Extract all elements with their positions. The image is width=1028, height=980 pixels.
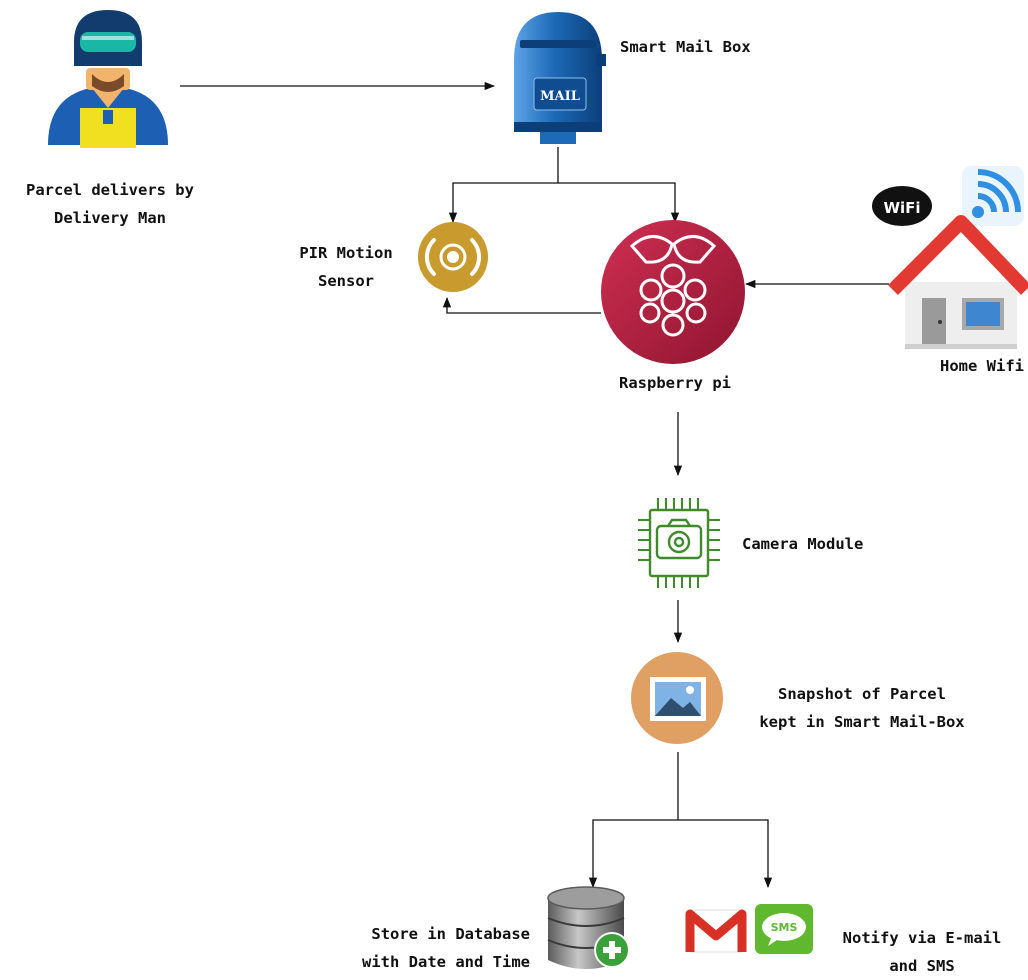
sms-icon: SMS bbox=[755, 904, 813, 954]
arrow-pi-to-pir bbox=[442, 296, 601, 314]
mailbox-label-text: Smart Mail Box bbox=[620, 38, 751, 56]
database-label: Store in Database with Date and Time bbox=[316, 920, 530, 976]
notify-label: Notify via E-mail and SMS bbox=[822, 924, 1022, 980]
delivery-man-icon bbox=[48, 10, 168, 148]
arrow-mailbox-to-pi bbox=[558, 182, 680, 224]
snapshot-label: Snapshot of Parcel kept in Smart Mail-Bo… bbox=[734, 680, 990, 736]
snapshot-label-line2: kept in Smart Mail-Box bbox=[759, 713, 965, 731]
database-label-line1: Store in Database bbox=[371, 925, 530, 943]
camera-module-label: Camera Module bbox=[742, 530, 863, 558]
raspberry-pi-label: Raspberry pi bbox=[590, 369, 760, 397]
gmail-icon bbox=[685, 909, 747, 953]
snapshot-label-line1: Snapshot of Parcel bbox=[778, 685, 946, 703]
camera-module-label-text: Camera Module bbox=[742, 535, 864, 553]
database-icon bbox=[547, 886, 630, 969]
mailbox-sign-text: MAIL bbox=[540, 89, 580, 104]
delivery-man-label-line1: Parcel delivers by bbox=[26, 181, 194, 199]
pir-sensor-label-line1: PIR Motion bbox=[299, 244, 393, 262]
mailbox-label: Smart Mail Box bbox=[620, 33, 751, 61]
arrow-mailbox-to-pir bbox=[448, 147, 559, 224]
delivery-man-label-line2: Delivery Man bbox=[54, 209, 166, 227]
camera-module-icon bbox=[638, 498, 720, 588]
arrow-snapshot-to-database bbox=[588, 752, 679, 889]
notify-label-line2: and SMS bbox=[889, 957, 955, 975]
home-wifi-label-text: Home Wifi bbox=[940, 357, 1024, 375]
pir-sensor-label: PIR Motion Sensor bbox=[284, 239, 408, 295]
home-wifi-icon: WiFi bbox=[872, 166, 1028, 349]
sms-badge-text: SMS bbox=[771, 921, 798, 934]
pir-sensor-label-line2: Sensor bbox=[318, 272, 374, 290]
raspberry-pi-icon bbox=[601, 220, 745, 364]
pir-sensor-icon bbox=[413, 222, 493, 292]
database-label-line2: with Date and Time bbox=[362, 953, 530, 971]
home-wifi-label: Home Wifi bbox=[900, 352, 1024, 380]
raspberry-pi-label-text: Raspberry pi bbox=[619, 374, 731, 392]
wifi-badge-text: WiFi bbox=[883, 199, 920, 217]
delivery-man-label: Parcel delivers by Delivery Man bbox=[4, 176, 216, 232]
snapshot-image-icon bbox=[631, 652, 723, 744]
mailbox-icon: MAIL bbox=[514, 12, 606, 144]
arrow-snapshot-to-notify bbox=[678, 819, 773, 889]
connectors bbox=[180, 81, 889, 889]
notify-label-line1: Notify via E-mail bbox=[842, 929, 1002, 947]
